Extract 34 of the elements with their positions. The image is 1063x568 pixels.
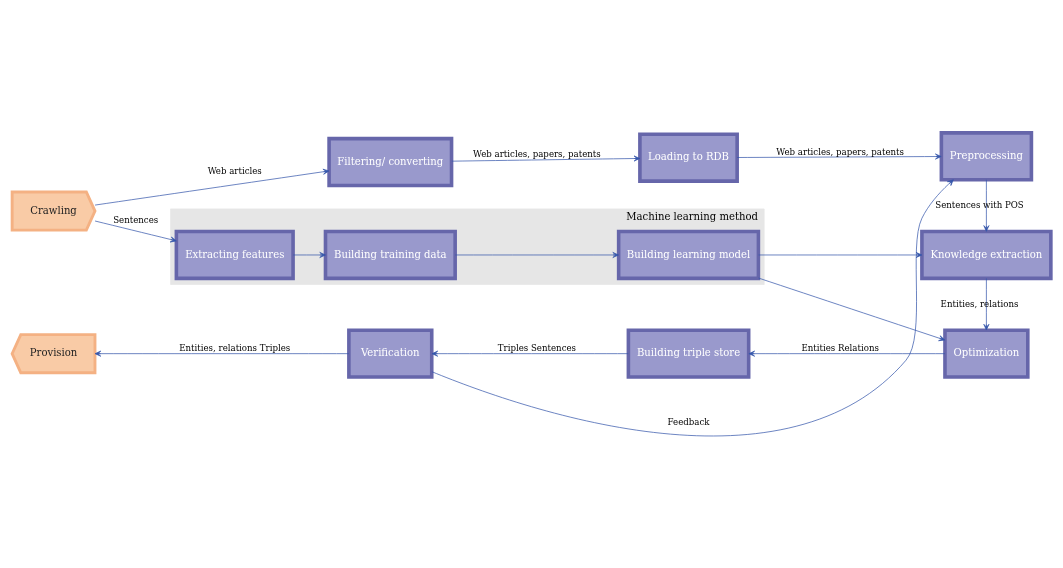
arrow xyxy=(451,155,641,162)
arrow xyxy=(431,350,629,357)
edge-label: Sentences xyxy=(113,214,159,225)
node-box: Preprocessing xyxy=(939,130,1034,181)
edge-label: Sentences with POS xyxy=(935,199,1024,210)
edge-label: Feedback xyxy=(667,416,710,427)
edge-label: Triples Sentences xyxy=(497,342,577,353)
arrow xyxy=(983,178,990,232)
edge-label: Web articles, papers, patents xyxy=(473,148,601,159)
node-box: Loading to RDB xyxy=(638,132,739,183)
arrow xyxy=(983,277,990,330)
arrow xyxy=(748,350,946,357)
edge-label: Entities, relations Triples xyxy=(179,342,291,353)
node-box: Building learning model xyxy=(616,229,761,280)
edge-label: Web articles, papers, patents xyxy=(776,146,904,157)
arrow xyxy=(94,350,350,357)
node-box: Filtering/ converting xyxy=(327,136,454,187)
node-box: Knowledge extraction xyxy=(920,229,1053,280)
arrow xyxy=(454,251,619,258)
arrow xyxy=(758,251,923,258)
node-box: Verification xyxy=(347,327,434,379)
node-box: Building triple store xyxy=(626,327,751,379)
arrow xyxy=(94,220,177,242)
edge-label: Entities Relations xyxy=(801,342,879,353)
node-box: Optimization xyxy=(943,327,1030,379)
arrow xyxy=(94,168,330,205)
arrow xyxy=(758,277,946,341)
arrow xyxy=(431,178,954,436)
arrow xyxy=(736,153,942,159)
edge-label: Entities, relations xyxy=(940,298,1019,309)
node-box: Extracting features xyxy=(174,229,295,280)
arrow xyxy=(292,251,326,258)
edge-label: Web articles xyxy=(207,165,262,176)
node-box: Building training data xyxy=(323,229,457,280)
